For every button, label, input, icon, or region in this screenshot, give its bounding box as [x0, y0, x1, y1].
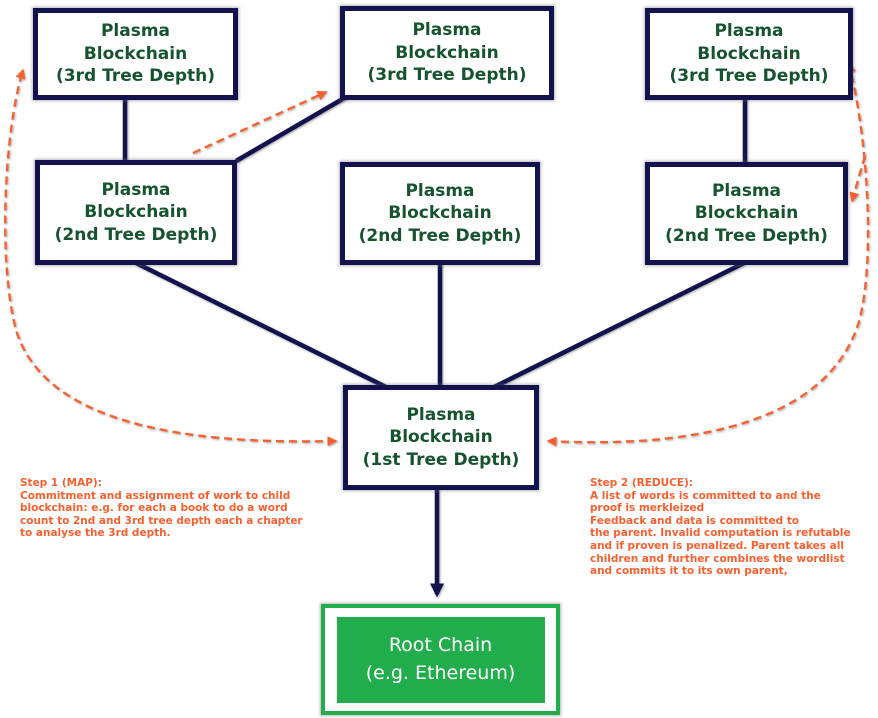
node-tier2-middle: Plasma Blockchain (2nd Tree Depth)	[340, 162, 540, 265]
edge-tier2right-tier1	[491, 260, 745, 391]
arrow-branch-to-tier2right	[849, 155, 867, 203]
node-tier2-left: Plasma Blockchain (2nd Tree Depth)	[35, 160, 237, 265]
node-root-chain: Root Chain (e.g. Ethereum)	[321, 604, 560, 715]
edge-tier2left-tier3middle	[234, 95, 348, 163]
annotation-step1-map: Step 1 (MAP): Commitment and assignment …	[20, 477, 303, 540]
root-chain-label: Root Chain (e.g. Ethereum)	[336, 616, 545, 703]
node-tier1: Plasma Blockchain (1st Tree Depth)	[343, 385, 539, 490]
node-tier3-right: Plasma Blockchain (3rd Tree Depth)	[645, 8, 853, 100]
annotation-step2-reduce: Step 2 (REDUCE): A list of words is comm…	[590, 477, 851, 578]
node-tier2-right: Plasma Blockchain (2nd Tree Depth)	[645, 162, 848, 265]
node-tier3-left: Plasma Blockchain (3rd Tree Depth)	[33, 8, 238, 100]
arrow-tier2left-to-tier3middle	[192, 90, 328, 155]
node-tier3-middle: Plasma Blockchain (3rd Tree Depth)	[340, 6, 554, 100]
edge-tier2left-tier1	[135, 260, 389, 391]
